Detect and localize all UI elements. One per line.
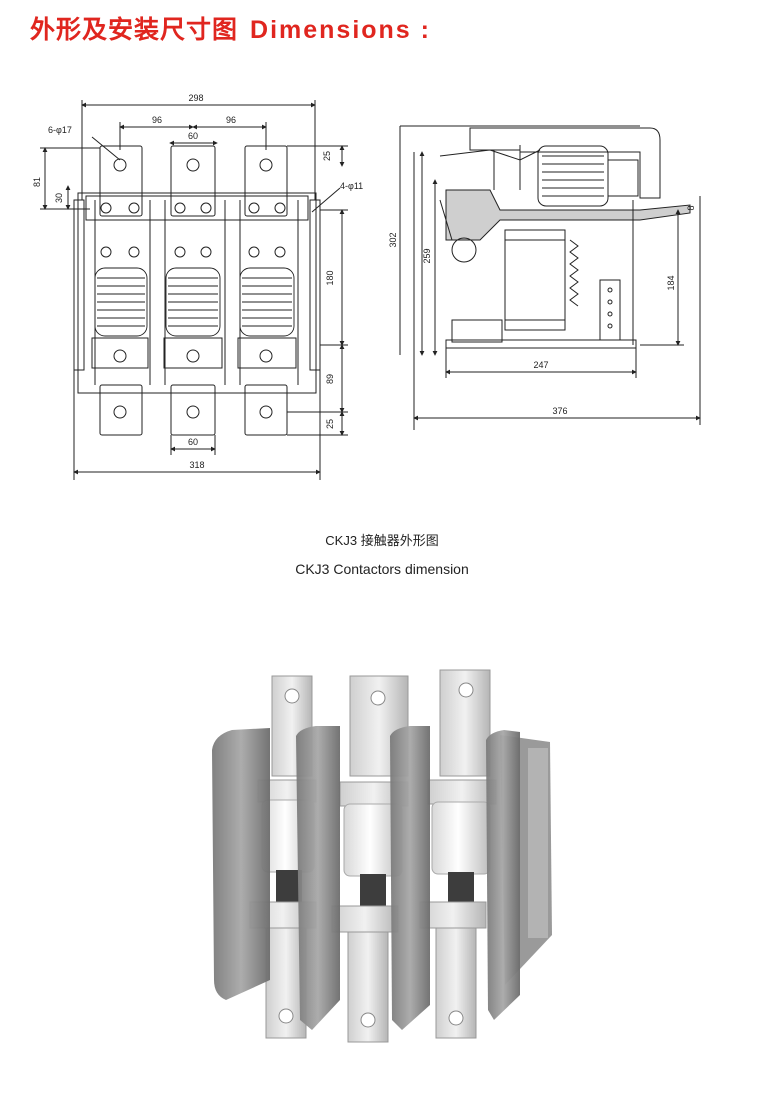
title-en: Dimensions : [250, 16, 431, 44]
dim-184: 184 [666, 275, 676, 290]
dim-25-top: 25 [322, 151, 332, 161]
dim-30: 30 [54, 193, 64, 203]
dim-180: 180 [325, 270, 335, 285]
dim-259: 259 [422, 248, 432, 263]
dim-318: 318 [189, 460, 204, 470]
caption-en: CKJ3 Contactors dimension [295, 561, 469, 577]
dim-298: 298 [188, 93, 203, 103]
dim-25-bottom: 25 [325, 419, 335, 429]
dim-302: 302 [388, 232, 398, 247]
pole-3 [419, 669, 497, 1039]
dim-376: 376 [552, 406, 567, 416]
dim-96-right: 96 [226, 115, 236, 125]
front-view [40, 100, 348, 480]
dim-89: 89 [325, 374, 335, 384]
page-title: 外形及安装尺寸图 Dimensions : [30, 10, 431, 46]
dim-hole-callout: 6-φ17 [48, 125, 72, 135]
dim-81: 81 [32, 177, 42, 187]
dim-mount-callout: 4-φ11 [340, 181, 363, 191]
dim-60-top: 60 [188, 131, 198, 141]
caption-cn: CKJ3 接触器外形图 [325, 533, 439, 548]
product-photo [212, 669, 552, 1043]
title-cn: 外形及安装尺寸图 [30, 15, 239, 44]
dim-247: 247 [533, 360, 548, 370]
side-view [399, 125, 701, 430]
dim-60-bottom: 60 [188, 437, 198, 447]
dim-96-left: 96 [152, 115, 162, 125]
dim-8: 8 [686, 205, 696, 210]
